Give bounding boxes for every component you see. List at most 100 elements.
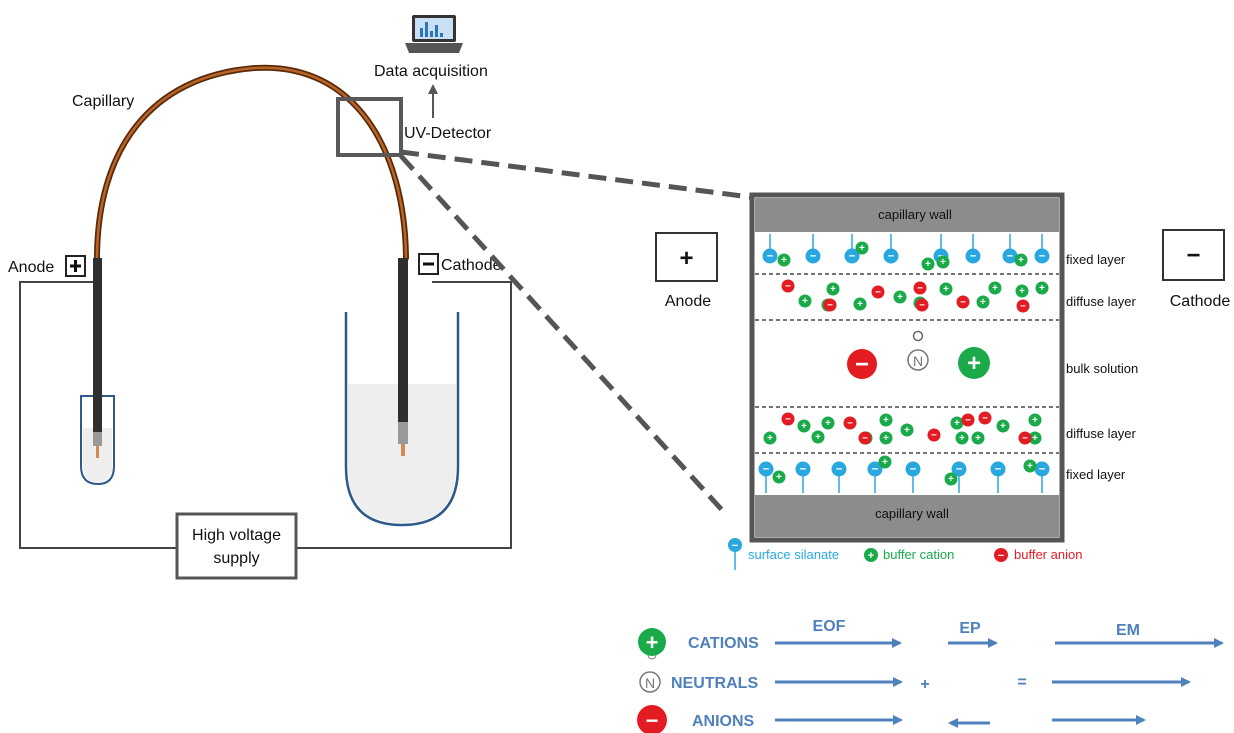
capillary-wall-top xyxy=(755,198,1059,232)
anion-icon: − xyxy=(781,412,795,426)
cation-icon: + xyxy=(879,413,893,427)
anion-icon: − xyxy=(871,285,885,299)
silanate-icon: − xyxy=(883,248,899,264)
bulk-neutral: N xyxy=(907,330,929,371)
cation-icon: + xyxy=(853,297,867,311)
svg-text:+: + xyxy=(830,284,836,295)
mobility-summary: + N − CATIONS NEUTRALS ANIONS EOF EP EM … xyxy=(637,618,1224,733)
col-label-eof: EOF xyxy=(813,618,846,635)
svg-text:+: + xyxy=(1027,461,1033,472)
svg-text:−: − xyxy=(836,463,843,475)
hv-label-line1: High voltage xyxy=(192,527,281,544)
cation-icon: + xyxy=(1035,281,1049,295)
svg-text:+: + xyxy=(801,421,807,432)
cation-icon: + xyxy=(777,253,791,267)
row-label-neutrals: NEUTRALS xyxy=(671,675,758,692)
zoom-cathode-label: Cathode xyxy=(1170,293,1231,310)
svg-text:−: − xyxy=(646,708,659,733)
svg-text:+: + xyxy=(897,292,903,303)
cation-icon: + xyxy=(821,416,835,430)
svg-text:+: + xyxy=(967,350,981,377)
ce-setup: Capillary Data acquisition UV-Detector A… xyxy=(8,15,512,580)
capillary-wall-bottom xyxy=(755,495,1059,537)
silanate-icon: − xyxy=(965,248,981,264)
svg-text:+: + xyxy=(646,630,659,655)
cathode-electrode xyxy=(398,258,408,422)
zoom-anode-box xyxy=(655,232,718,282)
cation-icon: + xyxy=(996,419,1010,433)
anion-icon: − xyxy=(961,413,975,427)
anion-icon: − xyxy=(913,281,927,295)
anion-icon: − xyxy=(927,428,941,442)
svg-text:+: + xyxy=(883,415,889,426)
layer-label-fixed-bottom: fixed layer xyxy=(1066,467,1126,482)
silanate-icon: − xyxy=(867,461,883,477)
operator-plus: + xyxy=(920,676,929,693)
svg-text:−: − xyxy=(847,418,853,429)
cation-icon: + xyxy=(893,290,907,304)
cation-icon: + xyxy=(797,419,811,433)
anion-symbol-icon: − xyxy=(637,705,667,733)
anode-electrode xyxy=(93,258,102,432)
cation-symbol-icon: + xyxy=(638,628,666,660)
svg-text:+: + xyxy=(925,259,931,270)
layer-label-bulk: bulk solution xyxy=(1066,361,1138,376)
anode-label: Anode xyxy=(8,259,54,276)
svg-text:+: + xyxy=(959,433,965,444)
svg-text:−: − xyxy=(1039,463,1046,475)
col-label-em: EM xyxy=(1116,622,1140,639)
svg-text:−: − xyxy=(810,250,817,262)
circuit-wire xyxy=(19,281,512,549)
svg-text:+: + xyxy=(1000,421,1006,432)
cation-icon: + xyxy=(811,430,825,444)
buffer-ions: ++++++++++++++++++++++++++++++++++−−−−−−… xyxy=(763,241,1049,486)
bulk-cation: + xyxy=(958,347,990,379)
cation-icon: + xyxy=(939,282,953,296)
legend-cation: buffer cation xyxy=(883,547,954,562)
silanate-icon: − xyxy=(905,461,921,477)
svg-text:+: + xyxy=(776,472,782,483)
anion-icon: − xyxy=(858,431,872,445)
svg-text:+: + xyxy=(948,474,954,485)
svg-text:−: − xyxy=(998,550,1004,562)
silanate-icon: − xyxy=(758,461,774,477)
cation-icon: + xyxy=(763,431,777,445)
silanate-icon: − xyxy=(795,461,811,477)
svg-text:−: − xyxy=(995,463,1002,475)
svg-text:+: + xyxy=(904,425,910,436)
cation-icon: + xyxy=(971,431,985,445)
silanate-icon: − xyxy=(805,248,821,264)
row-label-cations: CATIONS xyxy=(688,635,759,652)
col-label-ep: EP xyxy=(959,620,981,637)
svg-text:−: − xyxy=(888,250,895,262)
cation-icon: + xyxy=(826,282,840,296)
svg-text:−: − xyxy=(872,463,879,475)
anion-icon: − xyxy=(915,298,929,312)
cation-icon: + xyxy=(1014,253,1028,267)
anion-icon: − xyxy=(843,416,857,430)
silanate-icon: − xyxy=(762,248,778,264)
svg-text:+: + xyxy=(980,297,986,308)
cation-icon: + xyxy=(879,431,893,445)
svg-text:−: − xyxy=(800,463,807,475)
surface-silanates: −−−−−−−−−−−−−−−− xyxy=(758,234,1050,493)
anion-icon: − xyxy=(1016,299,1030,313)
svg-text:−: − xyxy=(965,415,971,426)
silanate-icon: − xyxy=(1034,461,1050,477)
cation-icon: + xyxy=(950,416,964,430)
anion-icon: − xyxy=(781,279,795,293)
cation-icon: + xyxy=(976,295,990,309)
svg-text:+: + xyxy=(825,418,831,429)
svg-text:+: + xyxy=(857,299,863,310)
zoom-anode-sign: + xyxy=(679,245,693,272)
svg-text:N: N xyxy=(913,353,923,369)
legend-silanate: surface silanate xyxy=(748,547,839,562)
svg-text:−: − xyxy=(917,283,923,294)
cation-icon: + xyxy=(921,257,935,271)
row-label-anions: ANIONS xyxy=(692,713,755,730)
anode-plus-icon xyxy=(65,255,86,277)
svg-text:+: + xyxy=(767,433,773,444)
capillary-wall-top-label: capillary wall xyxy=(878,207,952,222)
cation-icon: + xyxy=(936,255,950,269)
cation-icon: + xyxy=(798,294,812,308)
